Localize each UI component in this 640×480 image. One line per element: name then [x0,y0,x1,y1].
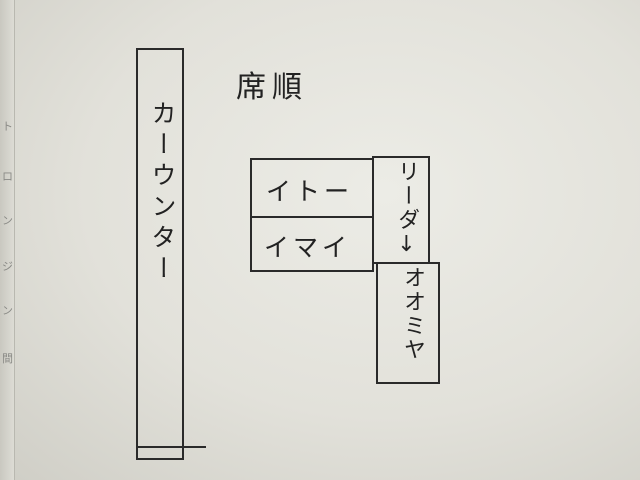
page-edge-mark: ト [2,120,13,133]
page-edge-mark: 間 [2,352,13,365]
page-edge-mark: ロ [2,170,13,183]
counter-box [136,48,184,460]
seat-leader-label: リーダ↓ [394,160,419,259]
seating-title: 席順 [236,70,308,105]
seat-oomiya-label: オオミヤ [400,266,425,362]
seat-oomiya [376,262,440,384]
counter-base-line [136,446,206,448]
book-page-edge: ト ロ ン ジ ン 間 [0,0,15,480]
page-edge-mark: ジ [2,260,13,273]
seat-itou-label: イトー [266,177,354,206]
seat-imai-label: イマイ [264,233,352,262]
page-edge-mark: ン [2,214,13,227]
page-edge-mark: ン [2,304,13,317]
counter-label: カーウンター [148,100,177,286]
